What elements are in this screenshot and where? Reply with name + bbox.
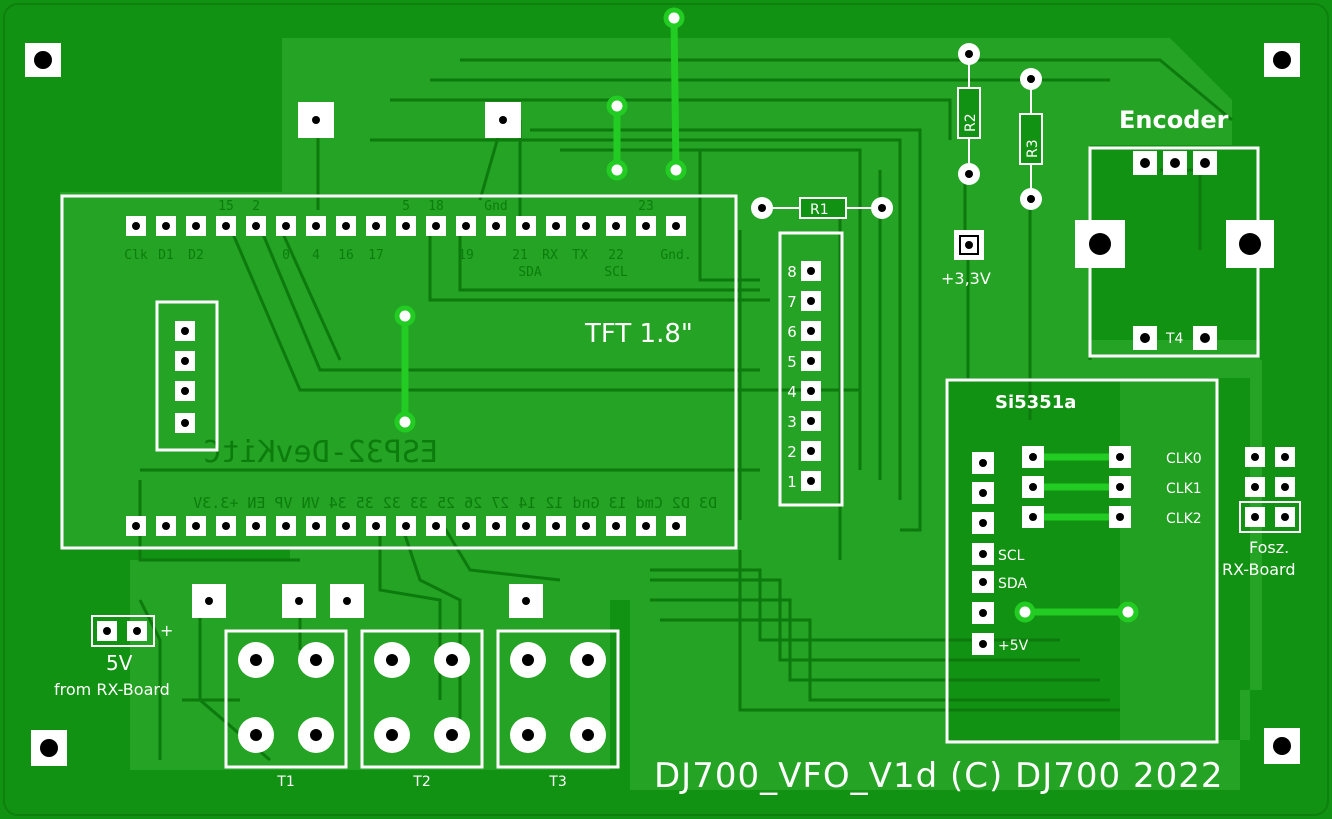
- clk2-label: CLK2: [1166, 511, 1202, 527]
- transistor-t2: T2: [360, 629, 484, 790]
- header-pin-number: 5: [787, 353, 797, 371]
- header-pin-number: 7: [787, 293, 797, 311]
- header-pin-number: 4: [787, 383, 797, 401]
- tft-top-label-lower: RX: [542, 248, 558, 263]
- tft-top-label-upper: Gnd: [484, 199, 507, 214]
- v5-label: 5V: [106, 651, 133, 675]
- tft-top-label-lower: Gnd.: [660, 248, 691, 263]
- osc-connector-label-2: RX-Board: [1222, 560, 1296, 579]
- tft-top-label-lower: Clk: [124, 248, 148, 263]
- r1-label: R1: [810, 202, 829, 218]
- tft-top-label-lower: 0: [282, 248, 290, 263]
- osc-connector-pads: [1239, 447, 1301, 533]
- tft-bottom-pin-labels: D3 D2 Cmd 13 Gnd 12 14 27 26 25 33 32 35…: [193, 494, 717, 512]
- tft-top-label-upper: 23: [638, 199, 654, 214]
- jumper-pads: [394, 7, 1139, 623]
- header-8pin-outline: [778, 231, 844, 507]
- header-pin-number: 8: [787, 263, 797, 281]
- transistor-label: T2: [412, 774, 430, 790]
- resistor-r2: R2: [957, 43, 981, 185]
- v33-label: +3,3V: [941, 269, 991, 288]
- tft-top-label-lower: D1: [158, 248, 174, 263]
- header-8pin: 8 7 6 5 4 3 2 1: [787, 261, 821, 491]
- r2-label: R2: [963, 113, 979, 132]
- si5351-outline: [945, 378, 1219, 744]
- tft-4pin-header: [175, 321, 195, 433]
- tft-label: TFT 1.8": [584, 319, 693, 349]
- encoder-label: Encoder: [1119, 106, 1229, 134]
- si5351-label: Si5351a: [995, 392, 1076, 413]
- tft-top-label-lower: 16: [338, 248, 354, 263]
- v5-from-label: from RX-Board: [54, 680, 170, 699]
- esp32-module-label: ESP32-DevKitC: [203, 435, 438, 470]
- transistor-t1: T1: [224, 629, 348, 790]
- tft-4pin-header-outline: [155, 300, 219, 452]
- clk0-label: CLK0: [1166, 451, 1202, 467]
- tft-top-pin-row: [126, 216, 686, 236]
- tft-top-label-lower: D2: [188, 248, 204, 263]
- encoder-pads: [1075, 151, 1274, 350]
- transistor-label: T1: [276, 774, 294, 790]
- plus-sign: +: [160, 621, 173, 640]
- encoder-switch-label: T4: [1165, 331, 1184, 347]
- resistor-r3: R3: [1019, 68, 1043, 210]
- mounting-holes: [25, 43, 1300, 766]
- tft-outline: [60, 194, 738, 550]
- v5-pin-label: +5V: [998, 638, 1029, 654]
- tft-top-label-upper: 18: [428, 199, 444, 214]
- tft-top-label-upper: 5: [402, 199, 410, 214]
- header-pin-number: 1: [787, 473, 797, 491]
- tft-top-label-lower: 17: [368, 248, 384, 263]
- wire-jumpers: [401, 17, 1128, 616]
- copper-traces: [138, 58, 1233, 762]
- transistor-label: T3: [548, 774, 566, 790]
- transistor-t3: T3: [496, 629, 620, 790]
- tft-top-label-bottom: SCL: [604, 265, 628, 280]
- tft-top-label-upper: 2: [252, 199, 260, 214]
- transistors: T1 T2 T3: [224, 629, 620, 790]
- power-5v-connector: [91, 615, 155, 647]
- resistor-r1: R1: [751, 197, 893, 219]
- sda-label: SDA: [998, 576, 1027, 592]
- header-pin-number: 6: [787, 323, 797, 341]
- tft-top-label-lower: 21: [512, 248, 528, 263]
- scl-label: SCL: [998, 548, 1025, 564]
- osc-connector-label-1: Fosz.: [1249, 538, 1289, 557]
- si5351-left-pads: [972, 452, 994, 655]
- tft-top-label-lower: 4: [312, 248, 320, 263]
- tft-top-label-lower: 22: [608, 248, 624, 263]
- header-pin-number: 2: [787, 443, 797, 461]
- tft-bottom-pin-row: [126, 516, 686, 536]
- tft-top-label-lower: TX: [572, 248, 588, 263]
- clk1-label: CLK1: [1166, 481, 1202, 497]
- header-pin-number: 3: [787, 413, 797, 431]
- board-title: DJ700_VFO_V1d (C) DJ700 2022: [654, 756, 1223, 796]
- tft-top-label-upper: 15: [218, 199, 234, 214]
- single-pads: [192, 102, 984, 618]
- tft-top-label-bottom: SDA: [518, 265, 542, 280]
- tft-top-label-lower: 19: [458, 248, 474, 263]
- r3-label: R3: [1025, 139, 1041, 158]
- si5351-clk-pads: [1022, 446, 1131, 528]
